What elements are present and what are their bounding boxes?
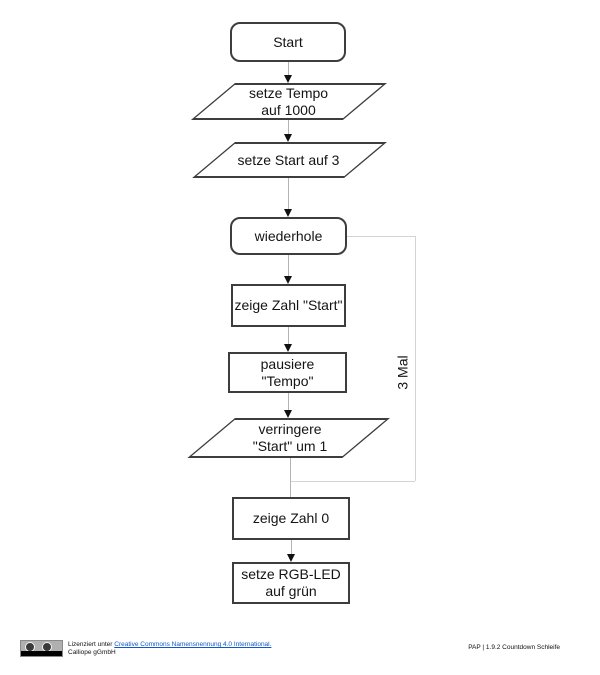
arrow-down-icon: [284, 344, 292, 352]
node-show-start-label: zeige Zahl "Start": [234, 297, 343, 313]
node-loop-header: wiederhole: [230, 217, 347, 255]
connector-line: [288, 327, 289, 345]
connector-line: [288, 393, 289, 411]
arrow-down-icon: [284, 75, 292, 83]
node-pause: pausiere "Tempo": [228, 352, 347, 393]
node-start: Start: [230, 22, 346, 62]
node-decrement: verringere "Start" um 1: [187, 418, 390, 458]
connector-line: [291, 540, 292, 555]
node-set-tempo-line2: auf 1000: [261, 101, 316, 118]
connector-line: [290, 458, 291, 497]
node-set-start: setze Start auf 3: [190, 142, 387, 178]
license-text: Lizenziert unter Creative Commons Namens…: [68, 641, 271, 656]
arrow-down-icon: [284, 410, 292, 418]
node-set-led: setze RGB-LED auf grün: [232, 562, 350, 604]
license-link[interactable]: Creative Commons Namensnennung 4.0 Inter…: [114, 641, 272, 648]
document-reference: PAP | 1.9.2 Countdown Schleife: [468, 644, 560, 651]
node-loop-header-label: wiederhole: [254, 227, 323, 244]
arrow-down-icon: [284, 134, 292, 142]
arrow-down-icon: [287, 554, 295, 562]
node-set-tempo: setze Tempo auf 1000: [190, 83, 387, 120]
arrow-down-icon: [284, 276, 292, 284]
node-pause-line1: pausiere: [260, 355, 315, 372]
license-owner: Calliope gGmbH: [68, 648, 116, 656]
node-set-start-label: setze Start auf 3: [237, 151, 340, 168]
cc-by-badge: [20, 640, 63, 657]
cc-badge-strip: [21, 651, 62, 656]
license-prefix: Lizenziert unter: [68, 641, 115, 648]
loop-line-top: [347, 236, 415, 237]
node-set-tempo-line1: setze Tempo: [248, 84, 329, 101]
node-set-led-line1: setze RGB-LED: [241, 566, 341, 582]
connector-line: [288, 120, 289, 134]
connector-line: [288, 178, 289, 210]
node-show-start: zeige Zahl "Start": [231, 284, 346, 327]
node-decrement-line2: "Start" um 1: [252, 438, 328, 454]
loop-line-right: [415, 236, 416, 481]
arrow-down-icon: [284, 209, 292, 217]
node-set-led-line2: auf grün: [265, 583, 317, 599]
loop-line-bottom: [290, 481, 415, 482]
connector-line: [288, 255, 289, 277]
loop-count-label: 3 Mal: [394, 355, 411, 390]
connector-line: [288, 62, 289, 76]
node-decrement-line1: verringere: [258, 421, 322, 437]
node-show-zero: zeige Zahl 0: [232, 497, 350, 540]
node-pause-line2: "Tempo": [261, 372, 314, 389]
node-show-zero-label: zeige Zahl 0: [252, 510, 330, 526]
node-start-label: Start: [273, 33, 303, 50]
